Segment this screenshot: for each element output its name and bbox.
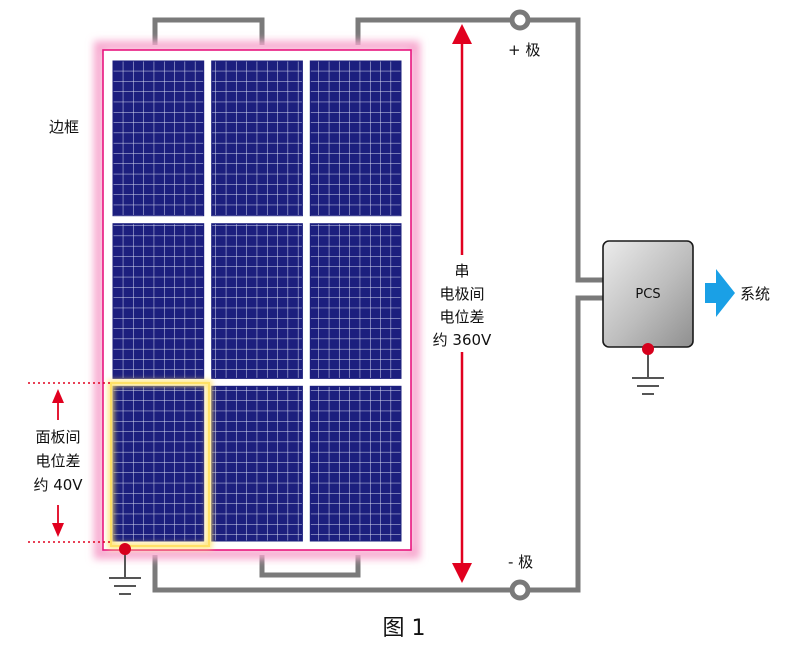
- pcs-ground-icon: [632, 349, 664, 395]
- plus-wire: [355, 17, 603, 283]
- panel-voltage-line-2: 电位差: [35, 452, 80, 470]
- minus-wire: [152, 295, 603, 593]
- solar-module-r3c3: [309, 385, 402, 542]
- solar-module-r3c1: [112, 385, 205, 542]
- bottom-jumper-wire: [259, 555, 361, 578]
- solar-module-r1c1: [112, 60, 205, 217]
- minus-terminal-icon: [509, 579, 531, 601]
- string-voltage-line-4: 约 360V: [433, 331, 492, 349]
- top-jumper-wire: [152, 17, 265, 45]
- solar-module-r1c2: [211, 60, 303, 217]
- solar-module-r3c2: [211, 385, 303, 542]
- solar-modules: [112, 60, 402, 542]
- panel-ground-dot: [119, 543, 131, 555]
- panel-voltage-arrow: [52, 389, 64, 537]
- highlighted-module: [110, 382, 210, 547]
- solar-module-r1c3: [309, 60, 402, 217]
- figure-caption: 图 1: [383, 616, 426, 641]
- solar-module-r2c2: [211, 223, 303, 379]
- frame-label: 边框: [49, 118, 79, 136]
- solar-module-r2c3: [309, 223, 402, 379]
- wiring: [152, 17, 603, 593]
- system-label: 系统: [740, 285, 770, 303]
- string-voltage-line-1: 串: [454, 262, 469, 280]
- string-voltage-line-3: 电位差: [439, 308, 484, 326]
- panel-voltage-line-3: 约 40V: [33, 476, 83, 494]
- solar-module-r2c1: [112, 223, 205, 379]
- plus-terminal-icon: [509, 9, 531, 31]
- frame-glow: [94, 41, 420, 559]
- arrow-right-icon: [705, 269, 735, 317]
- string-voltage-line-2: 电极间: [439, 285, 484, 303]
- pcs-label: PCS: [635, 287, 660, 302]
- string-voltage-arrow: [452, 24, 472, 583]
- minus-pole-label: - 极: [508, 553, 533, 571]
- plus-pole-label: + 极: [508, 41, 540, 59]
- pcs-ground-dot: [642, 343, 654, 355]
- panel-voltage-line-1: 面板间: [35, 428, 80, 446]
